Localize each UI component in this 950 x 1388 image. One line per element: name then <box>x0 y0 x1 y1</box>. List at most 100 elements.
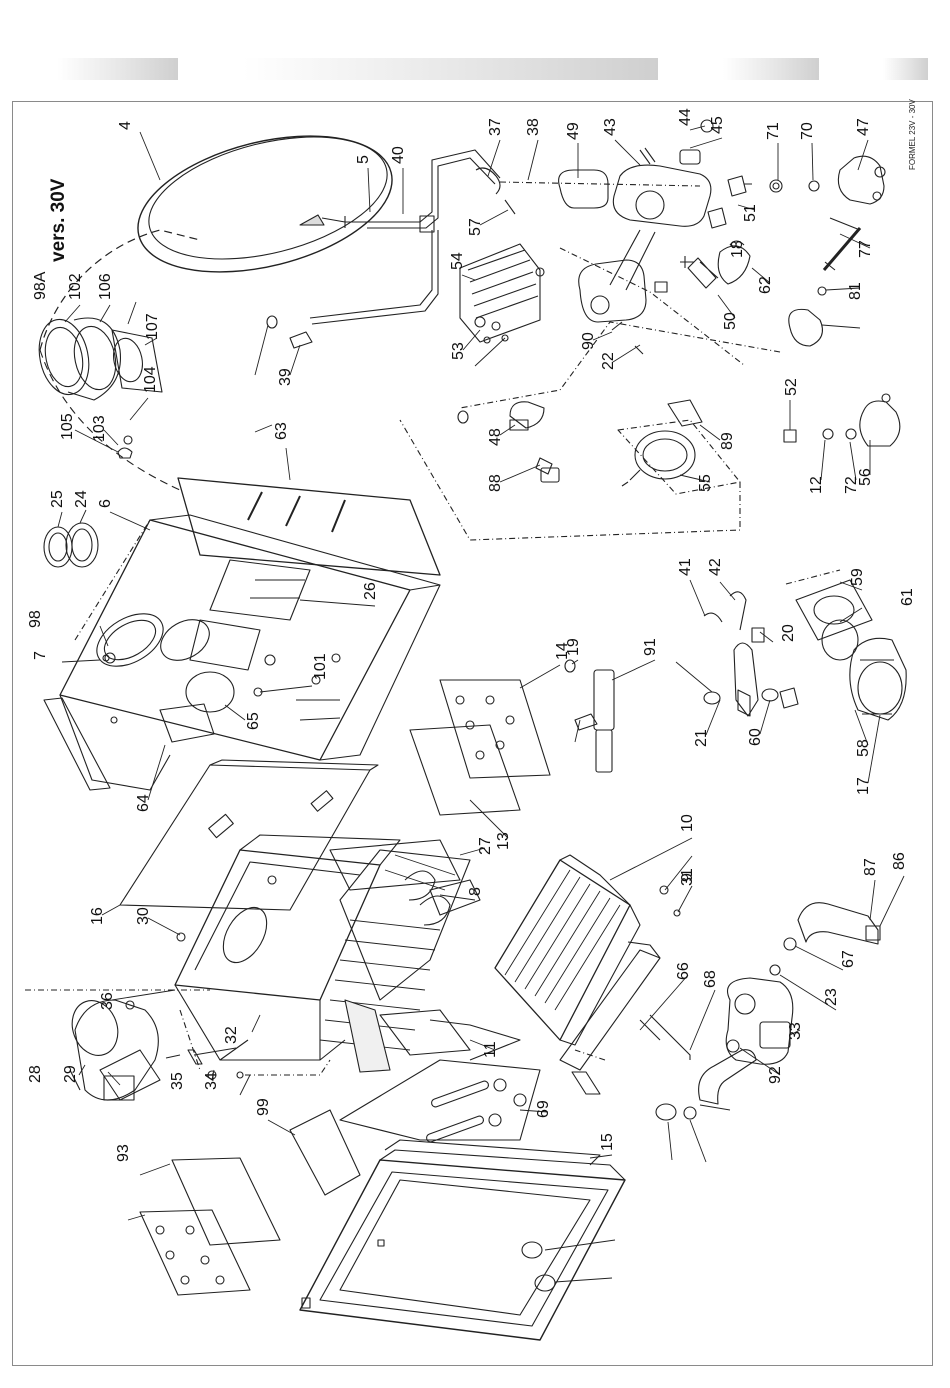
flue-adaptor <box>44 520 150 663</box>
part-label-99: 99 <box>255 1098 272 1116</box>
part-label-67: 67 <box>840 950 857 968</box>
part-label-64: 64 <box>135 794 152 812</box>
insulation-panels <box>410 660 597 815</box>
gas-valve <box>656 903 880 1120</box>
clips-left <box>267 316 559 482</box>
part-label-60: 60 <box>747 728 764 746</box>
part-label-51: 51 <box>742 204 759 222</box>
part-label-6: 6 <box>97 499 114 508</box>
part-label-70: 70 <box>799 122 816 140</box>
expansion-vessel <box>124 112 406 295</box>
drawing <box>25 112 906 1340</box>
part-label-59: 59 <box>849 568 866 586</box>
part-label-26: 26 <box>362 582 379 600</box>
part-label-106: 106 <box>97 273 114 300</box>
part-label-90: 90 <box>580 332 597 350</box>
part-label-19: 19 <box>565 638 582 656</box>
part-label-5: 5 <box>355 155 372 164</box>
part-label-81: 81 <box>847 282 864 300</box>
part-label-38: 38 <box>525 118 542 136</box>
part-label-52: 52 <box>783 378 800 396</box>
leader-lines <box>58 126 904 1282</box>
part-label-71: 71 <box>765 122 782 140</box>
part-label-50: 50 <box>722 312 739 330</box>
part-label-105: 105 <box>59 413 76 440</box>
part-label-39: 39 <box>277 368 294 386</box>
part-label-61: 61 <box>899 588 916 606</box>
part-label-57: 57 <box>467 218 484 236</box>
part-label-18: 18 <box>729 240 746 258</box>
part-labels: 4540373849434445717047575118776250815453… <box>27 108 916 1162</box>
part-label-4: 4 <box>117 121 134 130</box>
part-label-98A: 98A <box>32 271 49 300</box>
part-label-69: 69 <box>535 1100 552 1118</box>
part-label-23: 23 <box>823 988 840 1006</box>
part-label-89: 89 <box>719 432 736 450</box>
part-label-63: 63 <box>273 422 290 440</box>
part-label-58: 58 <box>855 739 872 757</box>
part-label-15: 15 <box>599 1133 616 1151</box>
part-label-48: 48 <box>487 428 504 446</box>
part-label-34: 34 <box>203 1072 220 1090</box>
hydraulic-group <box>460 120 885 408</box>
combustion-chamber <box>120 760 480 1060</box>
part-label-33: 33 <box>787 1022 804 1040</box>
part-label-24: 24 <box>73 490 90 508</box>
part-label-43: 43 <box>602 118 619 136</box>
part-label-13: 13 <box>495 832 512 850</box>
part-label-20: 20 <box>780 624 797 642</box>
part-label-87: 87 <box>862 858 879 876</box>
version-label: vers. 30V <box>48 178 69 262</box>
front-panels <box>290 1000 540 1195</box>
part-label-22: 22 <box>600 352 617 370</box>
side-panels-left <box>140 1158 280 1295</box>
part-label-37: 37 <box>487 118 504 136</box>
part-label-102: 102 <box>67 273 84 300</box>
part-label-30: 30 <box>135 907 152 925</box>
diverter-motor <box>400 400 740 540</box>
part-label-29: 29 <box>62 1065 79 1083</box>
part-label-92: 92 <box>767 1066 784 1084</box>
part-label-35: 35 <box>169 1072 186 1090</box>
part-label-40: 40 <box>390 146 407 164</box>
part-label-25: 25 <box>49 490 66 508</box>
part-label-55: 55 <box>697 474 714 492</box>
plate-heat-exchanger <box>460 244 544 343</box>
part-label-56: 56 <box>857 468 874 486</box>
part-label-107: 107 <box>144 313 161 340</box>
part-label-47: 47 <box>855 118 872 136</box>
part-label-54: 54 <box>449 252 466 270</box>
part-label-62: 62 <box>757 276 774 294</box>
part-label-10: 10 <box>679 814 696 832</box>
model-label: FORMEL 23V - 30V <box>908 98 917 170</box>
part-label-8: 8 <box>467 887 484 896</box>
circulation-pump <box>786 570 906 720</box>
part-label-101: 101 <box>312 653 329 680</box>
part-label-41: 41 <box>677 558 694 576</box>
part-label-86: 86 <box>891 852 908 870</box>
part-label-93: 93 <box>115 1144 132 1162</box>
part-label-12: 12 <box>808 476 825 494</box>
part-label-91: 91 <box>642 638 659 656</box>
burner <box>495 855 690 1094</box>
part-label-49: 49 <box>565 122 582 140</box>
part-label-44: 44 <box>677 108 694 126</box>
part-label-17: 17 <box>855 777 872 795</box>
return-valve-group <box>784 394 900 446</box>
part-label-36: 36 <box>99 992 116 1010</box>
part-label-42: 42 <box>707 558 724 576</box>
part-label-11: 11 <box>482 1041 499 1058</box>
front-cover <box>300 1140 625 1340</box>
part-label-32: 32 <box>223 1026 240 1044</box>
part-label-45: 45 <box>709 116 726 134</box>
part-label-66: 66 <box>675 962 692 980</box>
part-label-7: 7 <box>32 651 49 660</box>
part-label-65: 65 <box>245 712 262 730</box>
part-label-21: 21 <box>693 729 710 747</box>
part-label-68: 68 <box>702 970 719 988</box>
part-label-31: 31 <box>679 868 696 886</box>
part-label-104: 104 <box>142 366 159 393</box>
part-label-88: 88 <box>487 474 504 492</box>
part-label-28: 28 <box>27 1065 44 1083</box>
